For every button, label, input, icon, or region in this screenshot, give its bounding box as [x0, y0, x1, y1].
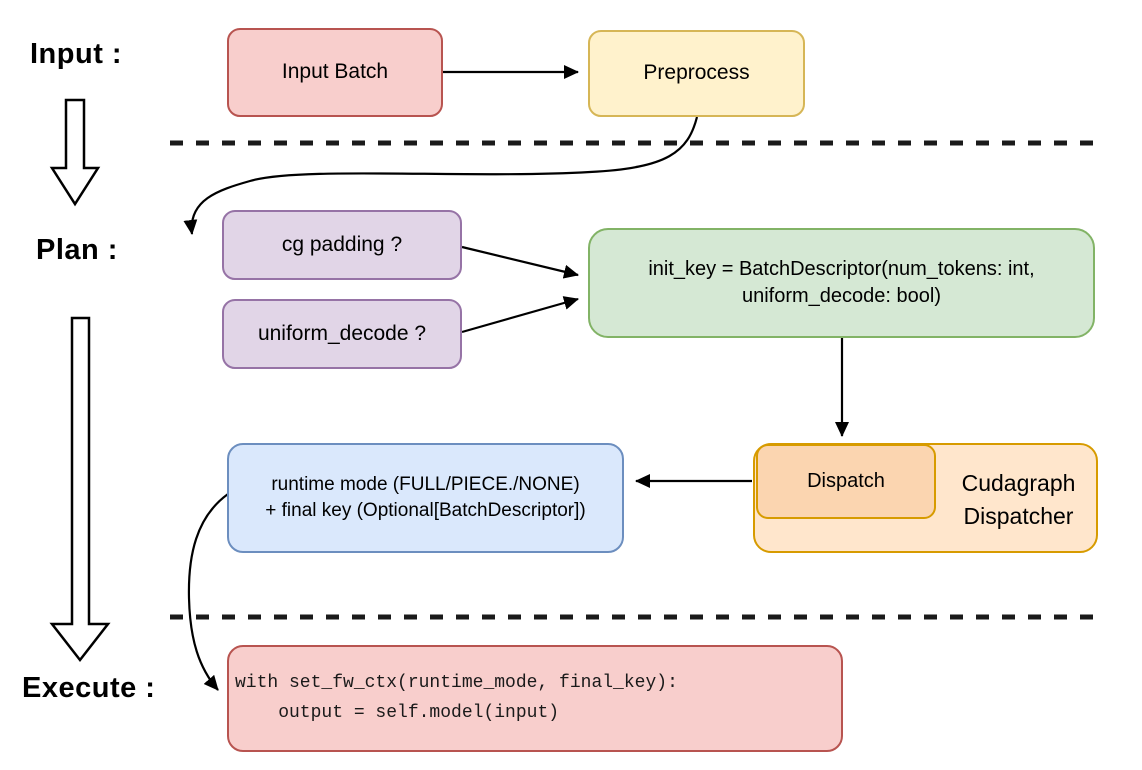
node-cudagraph-dispatcher-line2: Dispatcher — [963, 503, 1074, 529]
node-uniform-decode: uniform_decode ? — [222, 299, 462, 369]
node-uniform-decode-label: uniform_decode ? — [257, 321, 427, 345]
arrow-runtime-to-execute — [187, 493, 229, 691]
node-cudagraph-dispatcher-line1: Cudagraph — [961, 469, 1076, 496]
node-cudagraph-dispatcher: Dispatch Cudagraph Dispatcher — [753, 443, 1098, 553]
node-cg-padding: cg padding ? — [222, 210, 462, 280]
arrow-uniformdecode-to-initkey — [461, 296, 579, 334]
node-execute-code-line2: output = self.model(input) — [235, 702, 560, 723]
arrow-cgpadding-to-initkey — [461, 245, 579, 279]
node-runtime-result: runtime mode (FULL/PIECE./NONE) + final … — [227, 443, 624, 553]
node-runtime-result-line2: + final key (Optional[BatchDescriptor]) — [265, 500, 586, 521]
node-execute-code-line1: with set_fw_ctx(runtime_mode, final_key)… — [235, 672, 678, 693]
stage-label-execute: Execute : — [22, 672, 156, 704]
node-runtime-result-line1: runtime mode (FULL/PIECE./NONE) — [271, 474, 580, 496]
node-input-batch-label: Input Batch — [281, 60, 389, 84]
node-dispatch: Dispatch — [756, 444, 936, 519]
stage-label-input: Input : — [30, 38, 123, 70]
node-input-batch: Input Batch — [227, 28, 443, 117]
node-preprocess: Preprocess — [588, 30, 805, 117]
stage-label-plan: Plan : — [36, 234, 118, 266]
stage-arrow-plan-to-execute-icon — [49, 316, 111, 663]
stage-arrow-input-to-plan-icon — [49, 98, 101, 207]
node-cg-padding-label: cg padding ? — [281, 232, 403, 256]
node-preprocess-label: Preprocess — [643, 61, 750, 85]
node-dispatch-label: Dispatch — [807, 470, 885, 492]
node-init-key: init_key = BatchDescriptor(num_tokens: i… — [588, 228, 1095, 338]
node-init-key-line2: uniform_decode: bool) — [741, 285, 941, 307]
node-cudagraph-dispatcher-label: Cudagraph Dispatcher — [937, 445, 1100, 555]
node-init-key-line1: init_key = BatchDescriptor(num_tokens: i… — [648, 258, 1035, 280]
node-execute-code: with set_fw_ctx(runtime_mode, final_key)… — [227, 645, 843, 752]
